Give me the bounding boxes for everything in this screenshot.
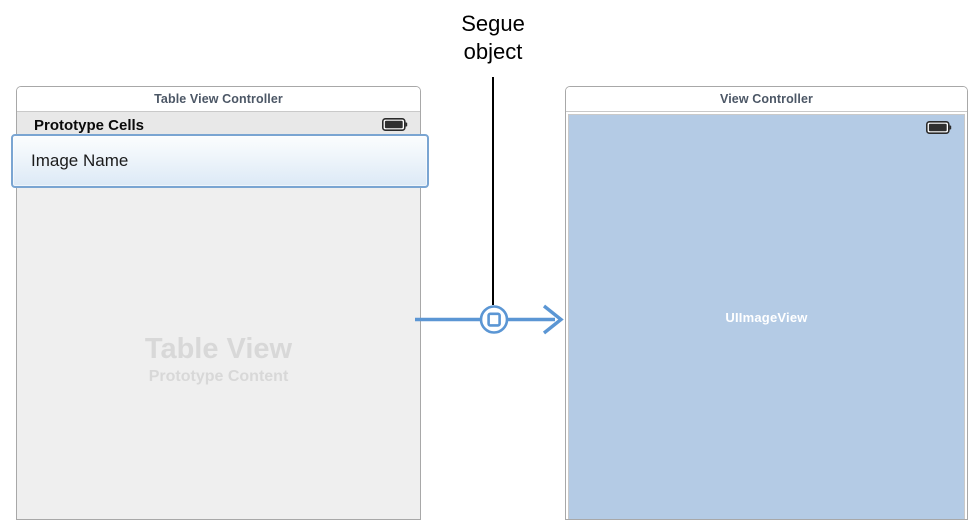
scene-titlebar[interactable]: View Controller — [566, 87, 967, 112]
segue-connector[interactable] — [415, 296, 575, 344]
scene-body: UIImageView — [566, 112, 967, 519]
ui-image-view[interactable]: UIImageView — [568, 114, 965, 519]
segue-annotation-label: Segue object — [461, 11, 525, 64]
table-view-watermark-title: Table View — [144, 333, 293, 365]
segue-square-icon — [479, 305, 509, 334]
scene-view-controller[interactable]: View Controller UIImageView — [565, 86, 968, 520]
battery-icon — [926, 121, 952, 134]
annotation-leader-line — [492, 77, 494, 305]
ui-image-view-label: UIImageView — [725, 309, 808, 325]
table-view-body: Table View Prototype Content — [17, 140, 420, 519]
scene-title-label: View Controller — [720, 92, 813, 106]
table-view-watermark: Table View Prototype Content — [17, 332, 420, 388]
table-section-header-label: Prototype Cells — [34, 117, 145, 134]
scene-titlebar[interactable]: Table View Controller — [17, 87, 420, 112]
scene-title-label: Table View Controller — [154, 92, 283, 106]
battery-icon — [382, 118, 408, 131]
table-view-watermark-subtitle: Prototype Content — [148, 368, 289, 385]
prototype-cell-selected[interactable]: Image Name — [11, 134, 429, 188]
prototype-cell-label: Image Name — [31, 151, 129, 170]
